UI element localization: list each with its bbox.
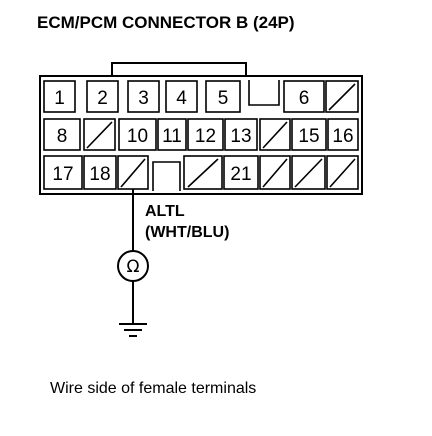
ohm-icon: Ω (127, 257, 140, 277)
terminal-label: 1 (54, 88, 65, 109)
wire-color-label: (WHT/BLU) (145, 224, 229, 241)
empty-slot-slash (86, 121, 113, 149)
terminal-cell-empty-r3e (326, 155, 359, 190)
connector-b (39, 62, 363, 195)
empty-slot-slash (262, 121, 288, 149)
diagram-caption: Wire side of female terminals (50, 380, 256, 397)
empty-slot-slash (262, 158, 288, 188)
terminal-label: 6 (299, 88, 310, 109)
connector-bottom-notch (152, 161, 181, 191)
terminal-cell-18 (83, 155, 117, 190)
terminal-label: 16 (332, 126, 353, 147)
terminal-label: 2 (97, 88, 108, 109)
terminal-cell-empty-r3c (259, 155, 291, 190)
connector-row-3-labels: 17 18 21 (52, 164, 251, 185)
terminal-cell-empty-r2b (259, 118, 291, 151)
connector-housing (39, 75, 363, 195)
terminal-label: 12 (195, 126, 216, 147)
terminal-cell-3 (127, 80, 160, 113)
terminal-label: 21 (230, 164, 251, 185)
empty-slot-slash (329, 158, 356, 188)
terminal-cell-15 (291, 118, 327, 151)
empty-slot-slash (294, 158, 323, 188)
terminal-label: 5 (218, 88, 229, 109)
empty-slot-slash (120, 158, 146, 188)
terminal-cell-empty-r1 (325, 80, 359, 113)
terminal-cell-empty-r3b (183, 155, 223, 190)
terminal-cell-16 (327, 118, 359, 151)
terminal-cell-1 (43, 80, 76, 113)
connector-row-1 (43, 80, 359, 113)
diagram-title: ECM/PCM CONNECTOR B (24P) (37, 13, 295, 32)
terminal-cell-4 (165, 80, 198, 113)
test-circuit (117, 189, 149, 337)
terminal-label: 11 (162, 126, 182, 147)
terminal-label: 17 (52, 164, 73, 185)
connector-key-notch (248, 80, 280, 106)
connector-row-2 (43, 118, 359, 151)
empty-slot-slash (187, 158, 219, 188)
terminal-cell-8 (43, 118, 81, 151)
terminal-cell-6 (283, 80, 325, 113)
terminal-label: 4 (176, 88, 187, 109)
terminal-label: 10 (127, 126, 148, 147)
terminal-label: 13 (230, 126, 251, 147)
terminal-cell-11 (157, 118, 187, 151)
connector-row-1-labels: 1 2 3 4 5 6 (54, 88, 309, 109)
terminal-cell-12 (187, 118, 224, 151)
terminal-label: 15 (298, 126, 319, 147)
terminal-label: 18 (89, 164, 110, 185)
terminal-label: 8 (57, 126, 68, 147)
connector-row-2-labels: 8 10 11 12 13 15 16 (57, 126, 354, 147)
terminal-cell-empty-r3d (291, 155, 326, 190)
terminal-cell-empty-r2a (83, 118, 116, 151)
terminal-cell-10 (118, 118, 157, 151)
connector-lock-tab (111, 62, 247, 76)
terminal-cell-2 (86, 80, 119, 113)
empty-slot-slash (328, 83, 356, 111)
terminal-cell-13 (224, 118, 258, 151)
wire-name-label: ALTL (145, 203, 185, 220)
terminal-cell-5 (205, 80, 241, 113)
terminal-label: 3 (138, 88, 149, 109)
connector-row-3 (43, 155, 359, 191)
terminal-cell-21 (223, 155, 259, 190)
terminal-cell-17 (43, 155, 83, 190)
